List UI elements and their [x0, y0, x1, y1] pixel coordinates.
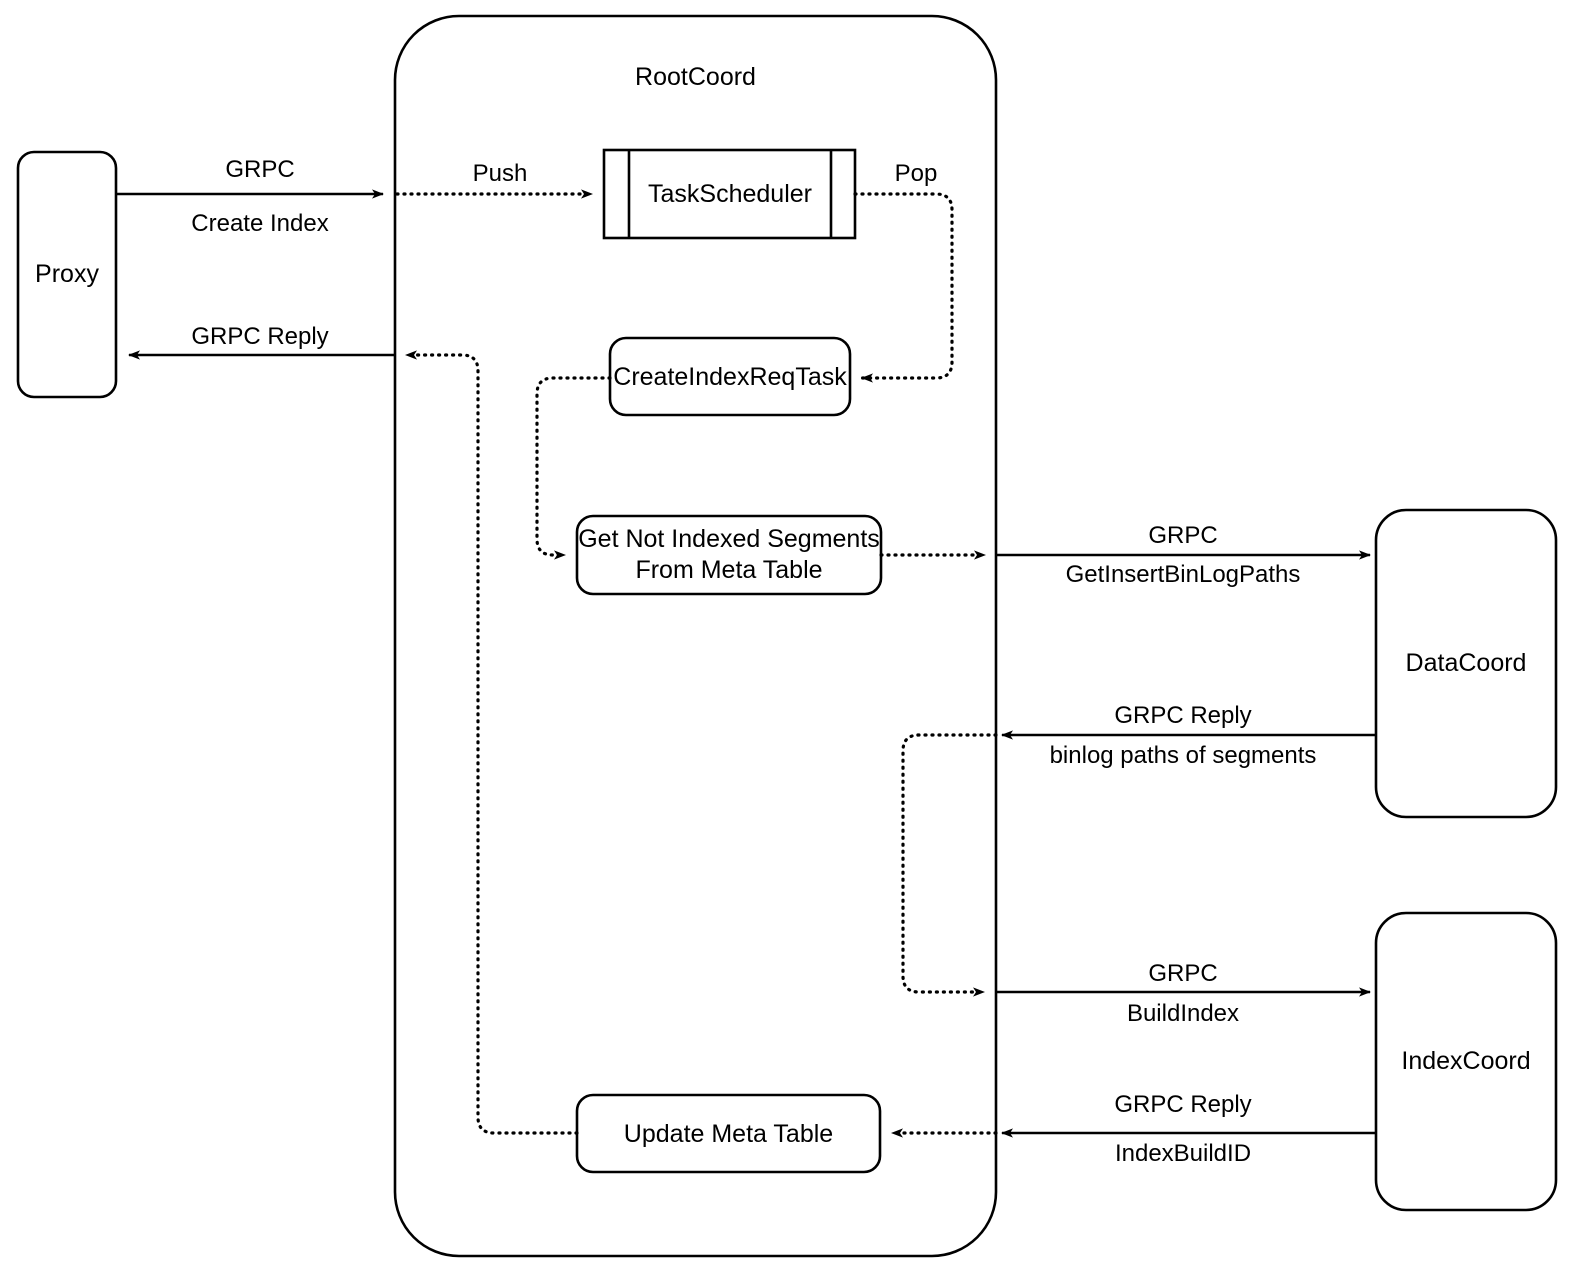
edge-task-to-segments — [535, 376, 612, 560]
node-task-scheduler[interactable] — [602, 148, 857, 240]
node-get-not-indexed-segments[interactable] — [575, 514, 883, 596]
node-data-coord[interactable] — [1374, 508, 1558, 819]
node-proxy[interactable] — [16, 150, 118, 399]
edge-binlog-reply-route — [901, 733, 998, 997]
node-index-coord[interactable] — [1374, 911, 1558, 1212]
node-create-index-req-task[interactable] — [608, 336, 852, 417]
group-rootcoord — [393, 14, 998, 1258]
node-update-meta-table[interactable] — [575, 1093, 882, 1174]
edge-pop-to-task — [853, 192, 954, 383]
edge-update-meta-to-grpc-reply — [404, 350, 579, 1135]
